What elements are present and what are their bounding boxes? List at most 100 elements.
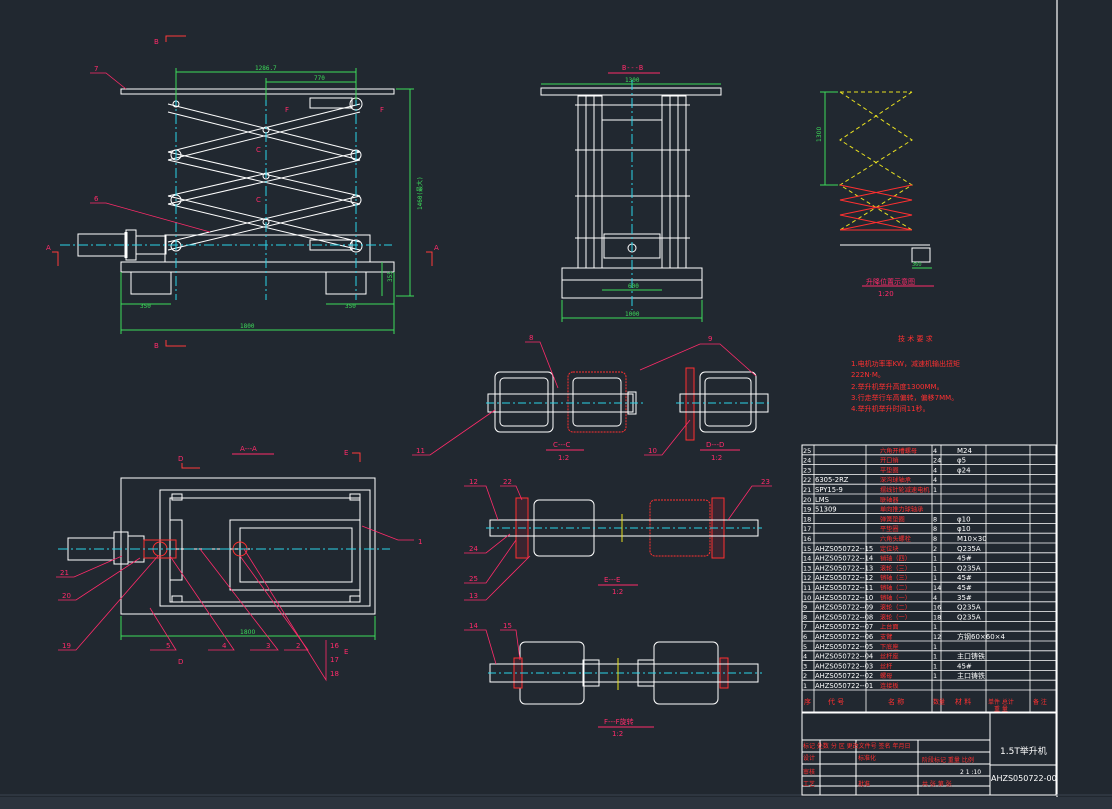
bom-cell-no: 25 xyxy=(803,447,811,455)
cc-balloon-11: 11 xyxy=(416,447,425,455)
side-dim-bottom: 1000 xyxy=(625,311,640,318)
bom-cell-qty: 1 xyxy=(933,643,937,651)
dim-left: 350 xyxy=(140,303,151,310)
bom-cell-mat: 45# xyxy=(957,555,972,563)
ee-balloon-12: 12 xyxy=(469,478,478,486)
tech-title: 技 术 要 求 xyxy=(898,334,933,343)
bom-cell-mat: Q235A xyxy=(957,564,981,572)
dim-total: 1800 xyxy=(240,323,255,330)
ff-scale: 1:2 xyxy=(612,730,623,738)
ee-title: E---E xyxy=(604,576,620,584)
plan-dim: 1800 xyxy=(240,629,255,636)
plan-balloon-1: 1 xyxy=(418,538,422,546)
bom-cell-name: 滚轮（一） xyxy=(880,613,911,621)
dim-height: 1460(最大) xyxy=(416,176,424,210)
bom-cell-name: 下底座 xyxy=(880,643,899,651)
plan-title: A---A xyxy=(240,445,257,453)
status-strip xyxy=(0,797,1112,809)
bom-header-code: 代 号 xyxy=(828,697,844,706)
bom-cell-code: AHZS050722--13 xyxy=(815,564,873,572)
mark-f-left: F xyxy=(285,106,289,114)
section-dd-text: D---D 1:2 9 10 xyxy=(639,335,757,462)
ff-title: F---F旋转 xyxy=(604,717,634,726)
bom-cell-no: 15 xyxy=(803,545,811,553)
bom-cell-name: 销轴（三） xyxy=(880,574,911,582)
dim-base-h: 355 xyxy=(387,271,394,282)
bom-cell-mat: φ5 xyxy=(957,457,966,465)
section-cc xyxy=(486,371,644,433)
bom-cell-no: 18 xyxy=(803,515,811,523)
section-ff xyxy=(488,641,762,705)
bom-cell-no: 9 xyxy=(803,604,807,612)
tb-sheets: 共 张 第 张 xyxy=(922,780,952,788)
bom-cell-mat: 45# xyxy=(957,662,972,670)
bom-cell-qty: 16 xyxy=(933,604,941,612)
front-centerlines xyxy=(60,96,392,300)
bom-cell-mat: φ10 xyxy=(957,515,971,523)
tech-line-4: 3.行走举行车高偏转，偏移7MM。 xyxy=(851,393,958,402)
bom-cell-name: 平垫圈 xyxy=(880,466,899,474)
bom-cell-qty: 14 xyxy=(933,584,941,592)
bom-cell-name: 平垫圈 xyxy=(880,525,899,533)
bom-cell-mat: 45# xyxy=(957,584,972,592)
bom-cell-mat: Q235A xyxy=(957,604,981,612)
tech-line-2: 222N·M。 xyxy=(851,371,885,379)
bom-cell-no: 20 xyxy=(803,496,811,504)
bom-cell-qty: 4 xyxy=(933,594,937,602)
top-platform xyxy=(120,88,395,95)
bom-cell-name: 滚轮（三） xyxy=(880,564,911,572)
tb-design: 设计 xyxy=(803,754,815,762)
bom-cell-mat: Q235A xyxy=(957,545,981,553)
mark-c-upper: C xyxy=(256,146,261,154)
section-ff-text: F---F旋转 1:2 xyxy=(598,717,654,738)
bom-cell-no: 14 xyxy=(803,555,811,563)
bom-cell-name: 滚轮（二） xyxy=(880,604,911,612)
mark-a-left: A xyxy=(46,244,51,252)
plan-balloon-18: 18 xyxy=(330,670,339,678)
section-ee-text: E---E 1:2 xyxy=(598,576,638,596)
bom-cell-name: 连接板 xyxy=(880,682,899,690)
side-dimensions xyxy=(541,83,721,322)
plan-balloon-16: 16 xyxy=(330,642,339,650)
section-dd xyxy=(676,367,772,441)
bom-cell-code: AHZS050722--07 xyxy=(815,623,873,631)
side-view-title: B---B xyxy=(622,64,643,72)
mark-b-top: B xyxy=(154,38,159,46)
dd-balloon-9: 9 xyxy=(708,335,712,343)
bom-cell-no: 24 xyxy=(803,457,811,465)
title-block-text: 标记 处数 分 区 更改文件号 签名 年月日 设计 标准化 阶段标记 重量 比例… xyxy=(803,742,1057,788)
bom-header-note: 备 注 xyxy=(1033,698,1047,706)
bom-cell-code: LMS xyxy=(815,496,829,504)
tb-drawing-no: AHZS050722-00 xyxy=(991,774,1057,783)
bom-cell-code: AHZS050722--02 xyxy=(815,672,873,680)
bom-cell-code: AHZS050722--12 xyxy=(815,574,873,582)
bom-header-no: 序 xyxy=(804,697,811,706)
bom-cell-qty: 1 xyxy=(933,555,937,563)
bom-cell-name: 上台面 xyxy=(880,623,899,631)
ee-balloons: 12 22 23 24 25 13 xyxy=(464,478,772,601)
bom-cell-code: 51309 xyxy=(815,506,837,514)
tb-approve: 批准 xyxy=(858,780,870,788)
bom-cell-no: 4 xyxy=(803,653,807,661)
bom-cell-qty: 4 xyxy=(933,476,937,484)
dim-right-len: 770 xyxy=(314,75,325,82)
bom-cell-no: 11 xyxy=(803,584,811,592)
scissor-text: 1300 360 升降位置示意图 1:20 xyxy=(816,127,934,298)
scissor-small-dim: 360 xyxy=(912,262,922,268)
bom-cell-qty: 2 xyxy=(933,545,937,553)
bom-cell-no: 19 xyxy=(803,506,811,514)
bom-cell-code: AHZS050722--03 xyxy=(815,662,873,670)
title-block xyxy=(801,712,1057,796)
ee-balloon-13: 13 xyxy=(469,592,478,600)
cc-scale: 1:2 xyxy=(558,454,569,462)
tech-requirements: 技 术 要 求 1.电机功率率KW，减速机输出扭矩 222N·M。 2.举升机举… xyxy=(851,334,960,413)
bom-cell-qty: 8 xyxy=(933,525,937,533)
ff-balloon-15: 15 xyxy=(503,622,512,630)
plan-mark-d-bottom: D xyxy=(178,658,183,666)
bom-cell-qty: 1 xyxy=(933,623,937,631)
bom-cell-no: 1 xyxy=(803,682,807,690)
bom-cell-code: 6305-2RZ xyxy=(815,476,849,484)
bom-cell-no: 3 xyxy=(803,662,807,670)
